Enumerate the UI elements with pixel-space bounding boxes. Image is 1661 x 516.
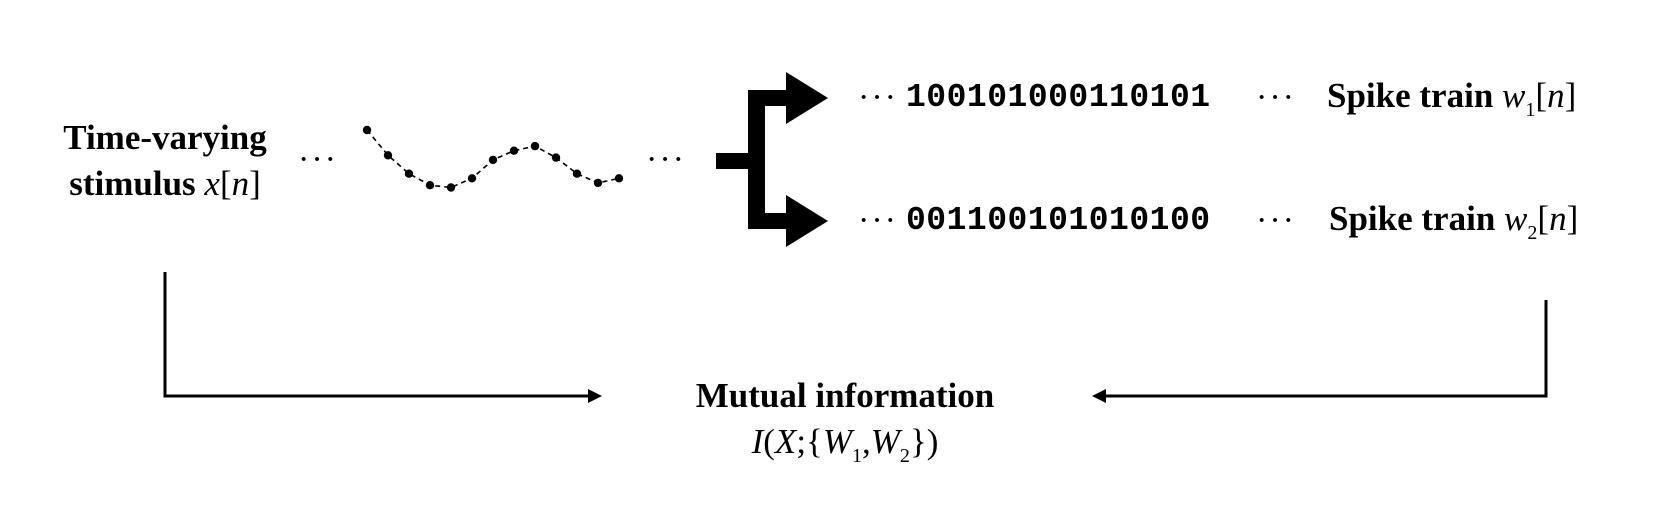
splitter-top-branch <box>748 90 790 106</box>
spike-train-1-label-text: Spike train <box>1327 76 1494 115</box>
stimulus-waveform <box>362 125 624 192</box>
spikes-to-mi-arrow <box>1092 300 1548 403</box>
waveform-sample-dot-11 <box>572 169 582 178</box>
stimulus-to-mi-arrow <box>163 272 602 403</box>
stimulus-label-line2: stimulus x[n] <box>50 164 280 204</box>
mi-I: I <box>751 422 764 461</box>
spike-train-1-var: w <box>1502 76 1526 115</box>
mi-sub2: 2 <box>899 445 910 467</box>
mi-open-brace: { <box>806 422 823 461</box>
mi-W1: W <box>822 422 853 461</box>
mi-sub1: 1 <box>852 445 863 467</box>
waveform-sample-dot-5 <box>446 183 456 192</box>
spike-train-2-index: n <box>1549 199 1567 238</box>
splitter-bottom-arrowhead <box>786 195 828 247</box>
splitter-stem <box>716 153 752 169</box>
spike-train-1-bracket-close: ] <box>1564 76 1577 115</box>
mi-comma: , <box>862 422 871 461</box>
spike-train-1-bits: 100101000110101 <box>906 79 1211 116</box>
spike-train-1-ellipsis-left: ··· <box>858 79 898 116</box>
stimulus-ellipsis-right: ··· <box>646 141 686 178</box>
spike-train-1-sub: 1 <box>1525 99 1536 121</box>
mi-X: X <box>774 422 797 461</box>
waveform-sample-dot-12 <box>593 178 603 188</box>
mutual-information-formula: I(X;{W1,W2}) <box>600 422 1090 467</box>
stimulus-bracket-close: ] <box>249 164 261 203</box>
spike-train-2-label-text: Spike train <box>1329 199 1496 238</box>
spike-train-2-bits: 001100101010100 <box>906 202 1211 239</box>
stimulus-label-word: stimulus <box>69 164 196 203</box>
mi-close-brace: } <box>909 422 927 461</box>
spike-train-1-ellipsis-right: ··· <box>1256 79 1296 116</box>
waveform-sample-dot-10 <box>551 153 561 162</box>
spike-train-2-bracket-close: ] <box>1566 199 1579 238</box>
splitter-vertical <box>748 90 765 228</box>
splitter-arrow <box>716 72 828 247</box>
spike-train-1-label: Spike train w1[n] <box>1327 76 1576 121</box>
mi-W2: W <box>870 422 900 461</box>
waveform-sample-dot-2 <box>383 151 393 160</box>
mi-open-paren: ( <box>763 422 775 461</box>
stimulus-label: Time-varying stimulus x[n] <box>50 118 280 204</box>
mutual-information-title: Mutual information <box>695 376 995 415</box>
stimulus-bracket-open: [ <box>219 164 232 203</box>
splitter-bottom-branch <box>748 213 790 229</box>
mi-close-paren: ) <box>926 422 939 461</box>
spike-train-2-bracket-open: [ <box>1537 199 1550 238</box>
spike-train-2-ellipsis-left: ··· <box>858 202 898 239</box>
spike-train-1-index: n <box>1547 76 1565 115</box>
waveform-sample-dot-3 <box>404 169 414 178</box>
waveform-sample-dot-7 <box>488 155 498 165</box>
stimulus-label-line1: Time-varying <box>63 118 267 157</box>
waveform-sample-dot-8 <box>509 146 519 155</box>
spike-train-1-bracket-open: [ <box>1535 76 1548 115</box>
waveform-sample-dot-1 <box>362 125 372 135</box>
spike-train-2-ellipsis-right: ··· <box>1256 202 1296 239</box>
stimulus-index: n <box>231 164 250 203</box>
spike-train-2-var: w <box>1504 199 1528 238</box>
stimulus-ellipsis-left: ··· <box>298 141 338 178</box>
waveform-sample-dot-4 <box>425 181 435 190</box>
waveform-sample-dot-13 <box>614 174 624 183</box>
waveform-sample-dot-6 <box>467 174 477 183</box>
waveform-sample-dot-9 <box>530 141 540 151</box>
spike-train-2-sub: 2 <box>1527 222 1538 244</box>
stimulus-var: x <box>204 164 220 203</box>
spike-train-2-label: Spike train w2[n] <box>1329 199 1578 244</box>
splitter-top-arrowhead <box>786 72 828 124</box>
mi-semicolon: ; <box>796 422 807 461</box>
